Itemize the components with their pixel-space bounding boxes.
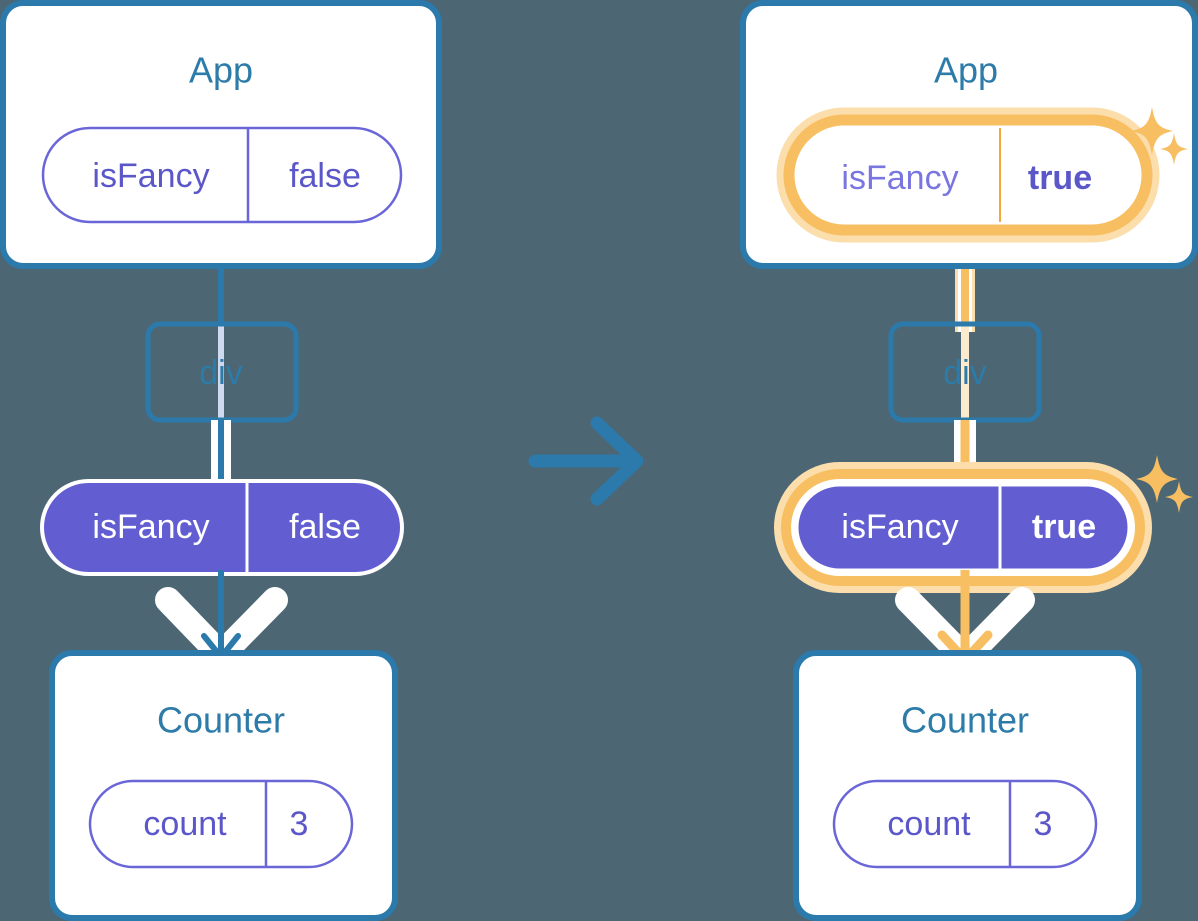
props-pill-value: false [289,508,361,546]
app-state-pill-name: isFancy [92,157,209,195]
app-state-pill-shape [41,126,403,224]
sparkle-star-icon [1136,455,1178,503]
app-state-pill-value: false [289,157,361,195]
counter-state-pill-shape-after [832,779,1098,869]
props-pill-after: isFancy true [774,462,1152,593]
props-pill-value-after: true [1032,508,1096,546]
panel-before: App isFancy false div isFancy false [0,0,442,921]
sparkle-star-small-icon [1165,481,1193,513]
props-pill: isFancy false [40,479,404,576]
sparkles-props [1136,455,1193,513]
div-card-label: div [199,354,242,392]
app-state-pill-value-after: true [1028,159,1092,197]
counter-state-pill-name-after: count [887,805,971,843]
counter-card-title-after: Counter [901,700,1029,741]
counter-state-pill-value-after: 3 [1034,805,1053,843]
app-card-title-after: App [934,50,998,91]
app-card-title: App [189,50,253,91]
sparkle-star-small-icon [1160,133,1188,165]
props-pill-name: isFancy [92,508,209,546]
sparkles-app [1131,107,1188,165]
app-state-pill-after: isFancy true [776,107,1160,243]
props-pill-name-after: isFancy [841,508,958,546]
app-state-pill: isFancy false [41,126,403,224]
transition-arrow-right-icon [528,416,644,506]
counter-state-pill-after: count 3 [832,779,1098,869]
counter-state-pill: count 3 [88,779,354,869]
counter-state-pill-value: 3 [290,805,309,843]
app-state-pill-name-after: isFancy [841,159,958,197]
div-card-label-after: div [943,354,986,392]
sparkle-star-icon [1131,107,1173,155]
counter-state-pill-name: count [143,805,227,843]
panel-after: App isFancy true div [740,0,1198,921]
app-state-pill-ring [783,114,1153,236]
props-flow-arrow-blue [201,570,241,660]
counter-state-pill-shape [88,779,354,869]
counter-card-title: Counter [157,700,285,741]
